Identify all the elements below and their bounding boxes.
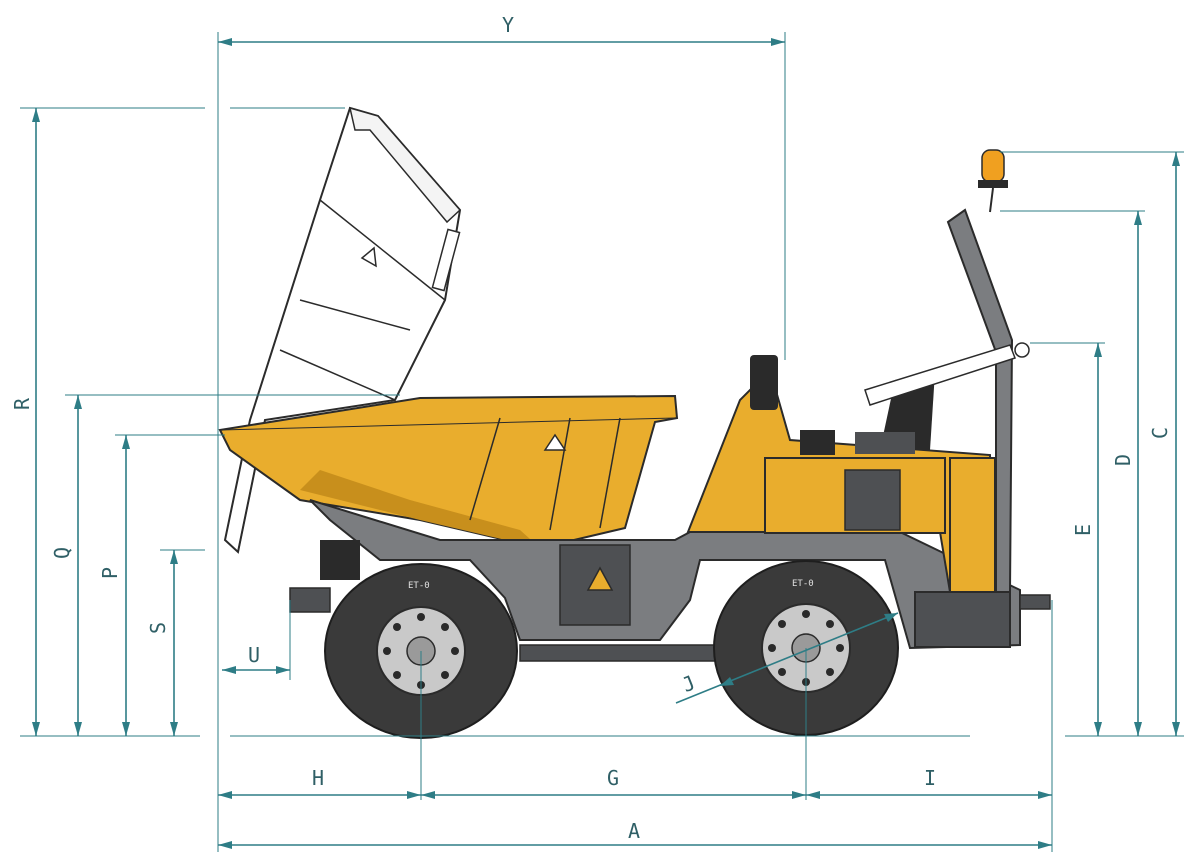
front-tyre-marking: ET-0: [408, 581, 430, 591]
dim-label-g: G: [607, 766, 619, 790]
dim-label-e: E: [1071, 524, 1095, 536]
dim-label-u: U: [248, 643, 260, 667]
raised-skip: [223, 106, 462, 554]
site-dumper-illustration: ET-0 ET-0: [218, 106, 1051, 739]
beacon-light: [978, 149, 1008, 213]
lowered-skip: [218, 394, 679, 550]
dim-label-a: A: [628, 819, 640, 843]
dimension-annotations: Y R Q P S U C D: [10, 13, 1184, 852]
dim-label-j: J: [678, 670, 698, 697]
tow-hitch: [1019, 594, 1051, 610]
dim-label-s: S: [146, 622, 170, 634]
dim-label-h: H: [312, 766, 324, 790]
rear-tyre-marking: ET-0: [792, 579, 814, 589]
dim-label-d: D: [1111, 454, 1135, 466]
dim-label-p: P: [98, 567, 122, 579]
dim-label-q: Q: [50, 547, 74, 559]
dim-label-c: C: [1148, 427, 1172, 439]
dim-label-y: Y: [502, 13, 514, 37]
chassis: [289, 499, 1021, 662]
dim-label-i: I: [924, 766, 936, 790]
engine-body: [686, 355, 997, 593]
dim-label-r: R: [10, 397, 34, 410]
rops-frame: [864, 208, 1030, 593]
